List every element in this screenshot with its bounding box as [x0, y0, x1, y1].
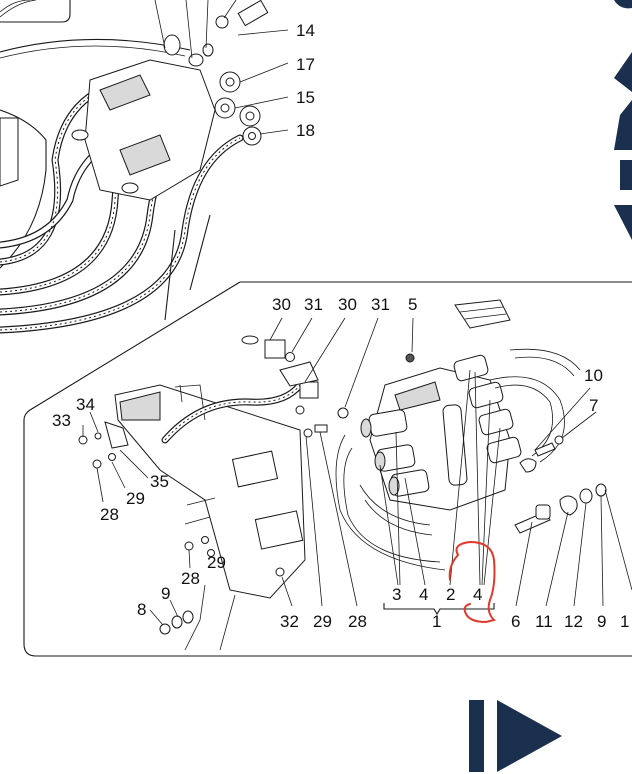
- hydraulic-valve-assembly: [78, 299, 632, 651]
- nav-up-icon[interactable]: [614, 52, 632, 150]
- callout-7: 7: [589, 396, 598, 415]
- callout-31: 31: [371, 295, 390, 314]
- callout-11: 11: [535, 612, 553, 631]
- callout-5: 5: [408, 295, 417, 314]
- callout-17: 17: [296, 55, 315, 74]
- callout-9: 9: [161, 584, 170, 603]
- callout-18: 18: [296, 121, 315, 140]
- callout-29: 29: [126, 489, 145, 508]
- hose-bundle: [0, 86, 244, 334]
- callout-34: 34: [76, 395, 95, 414]
- callout-9: 9: [597, 612, 606, 631]
- callout-15: 15: [296, 88, 315, 107]
- skip-next-icon[interactable]: [469, 700, 562, 772]
- callout-6: 6: [511, 612, 520, 631]
- nav-down-icon[interactable]: [614, 160, 632, 240]
- callout-2: 2: [446, 585, 455, 604]
- upper-assembly: [0, 0, 289, 334]
- callout-10: 10: [584, 366, 603, 385]
- callout-8: 8: [137, 600, 146, 619]
- callout-4: 4: [473, 585, 482, 604]
- callout-14: 14: [296, 21, 315, 40]
- callout-35: 35: [150, 472, 169, 491]
- callout-4: 4: [419, 585, 428, 604]
- callout-12: 12: [564, 612, 583, 631]
- callout-3: 3: [392, 585, 401, 604]
- solenoid-valves: [360, 353, 522, 497]
- leader-lines: [82, 317, 632, 626]
- callout-29: 29: [313, 612, 332, 631]
- nav-top-partial-icon: [614, 0, 632, 9]
- red-annotation-loop: [448, 540, 496, 624]
- callout-28: 28: [181, 569, 200, 588]
- callout-1-partial: 1: [620, 612, 629, 631]
- inset-panel-frame: [23, 281, 632, 657]
- callout-1: 1: [432, 612, 441, 631]
- callout-28: 28: [100, 505, 119, 524]
- side-nav: [614, 0, 632, 240]
- callout-33: 33: [52, 411, 71, 430]
- callout-30: 30: [272, 295, 291, 314]
- callout-30: 30: [338, 295, 357, 314]
- callout-31: 31: [304, 295, 323, 314]
- callout-28: 28: [348, 612, 367, 631]
- callout-29: 29: [207, 553, 226, 572]
- callout-32: 32: [280, 612, 299, 631]
- group-brace: [383, 603, 495, 616]
